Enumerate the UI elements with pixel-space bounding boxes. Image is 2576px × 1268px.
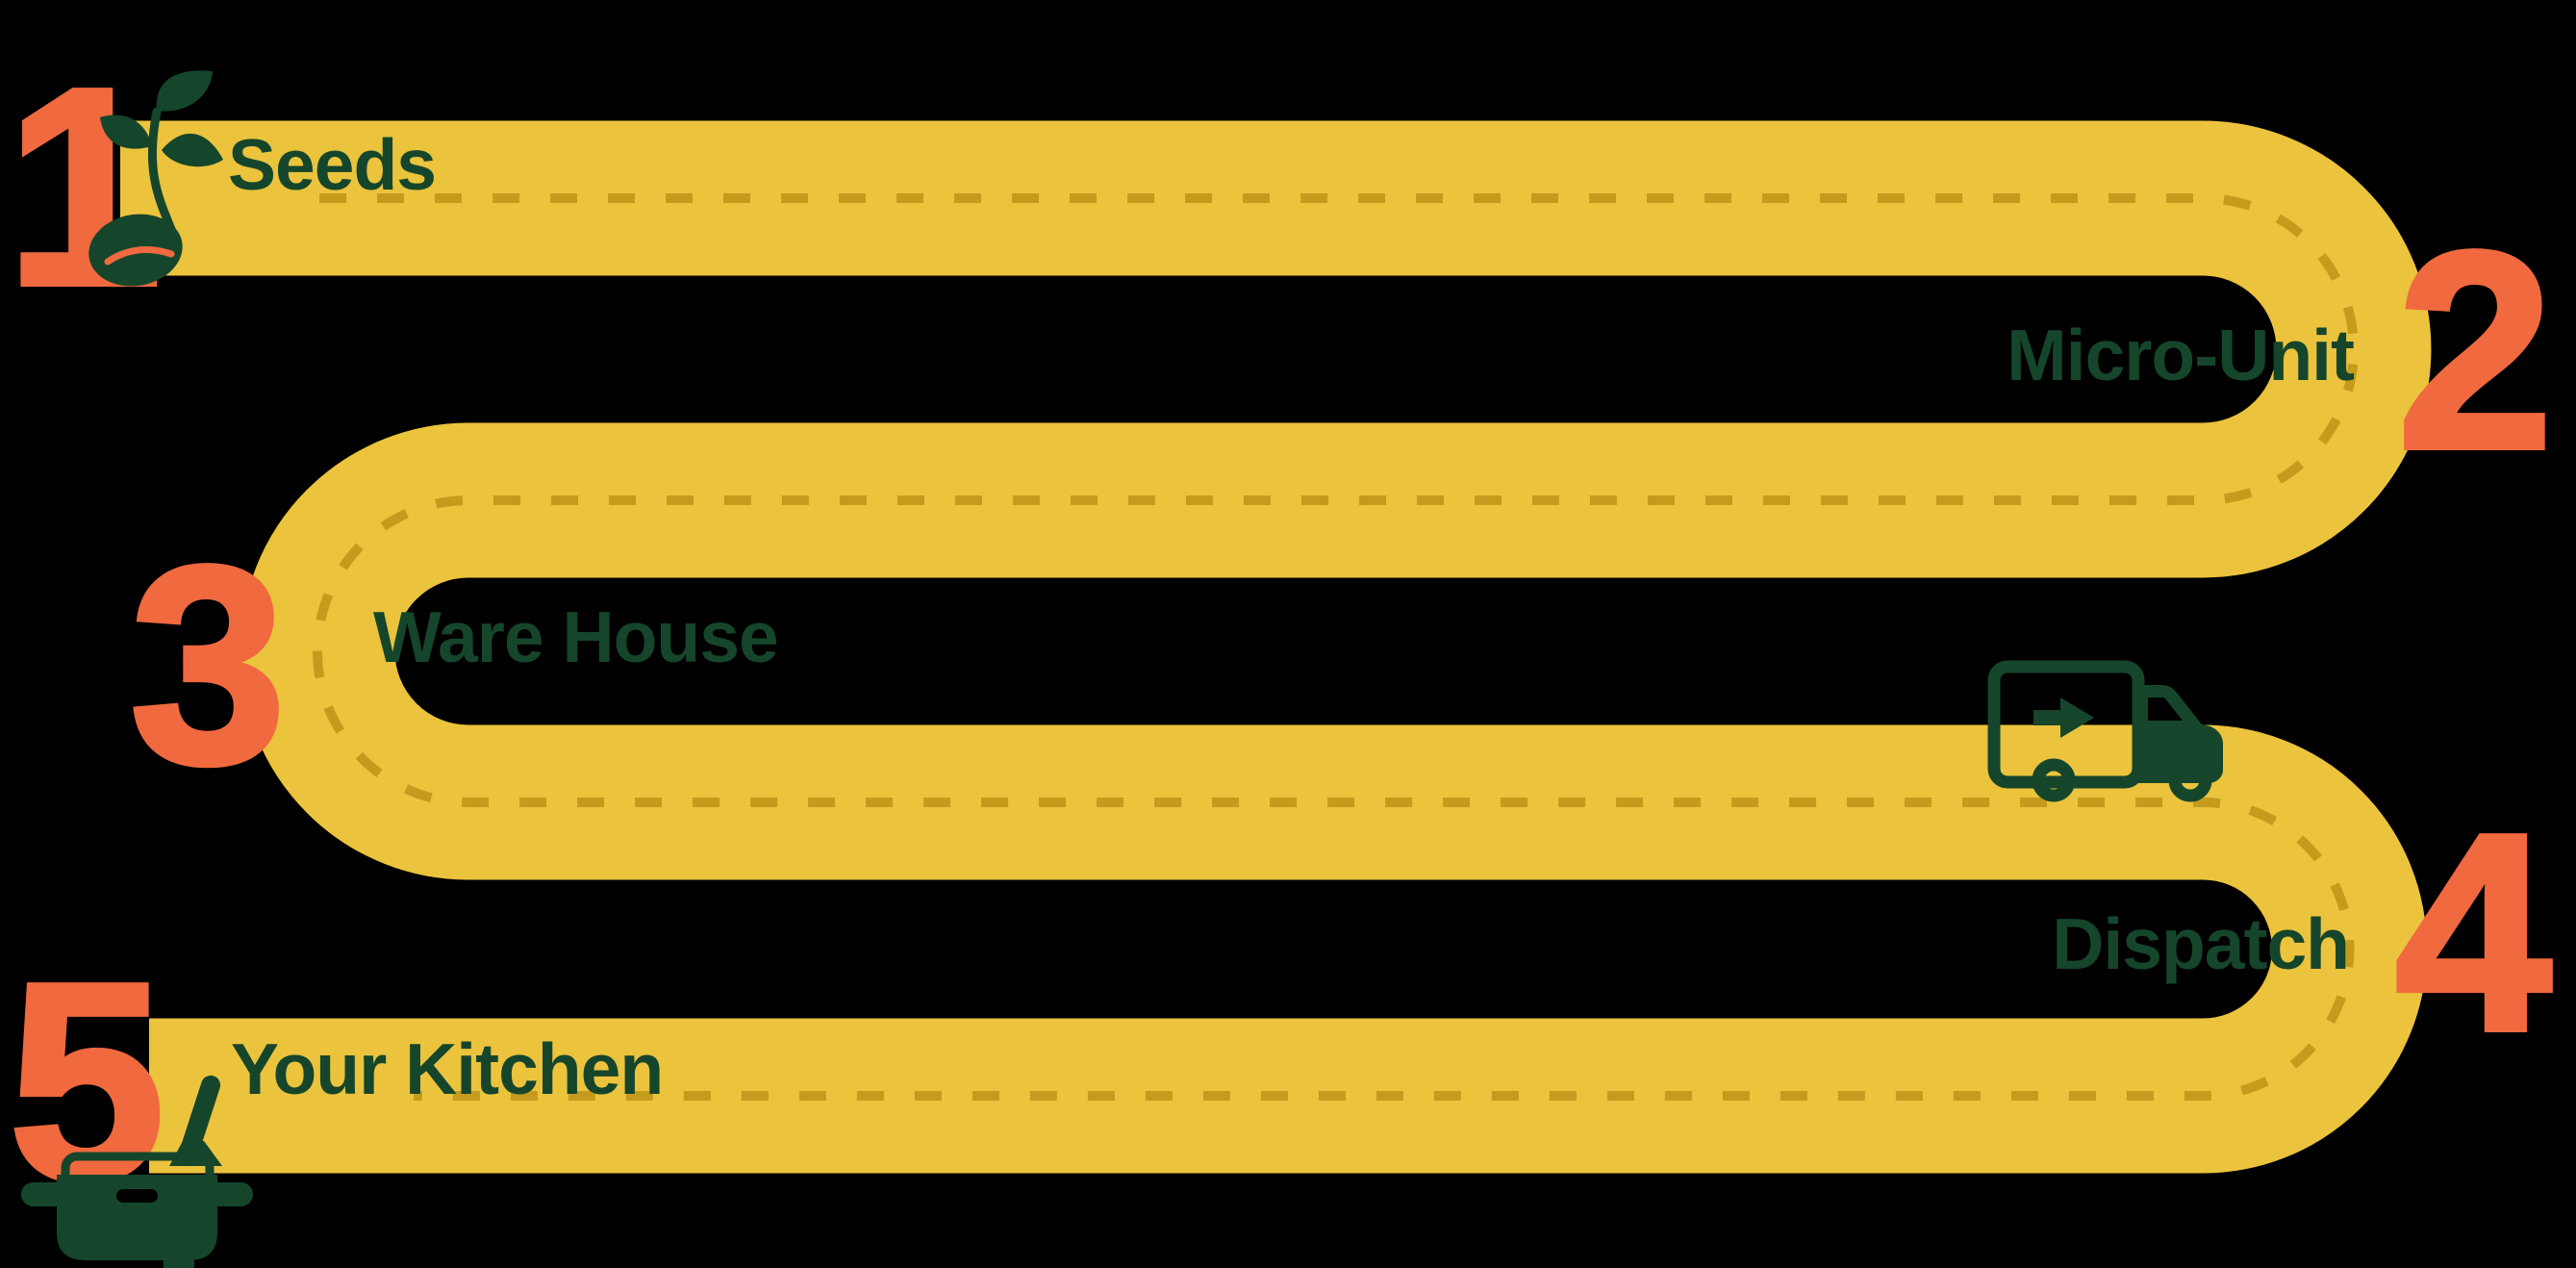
step-label-your-kitchen: Your Kitchen (231, 1028, 664, 1109)
step-number-3: 3 (127, 508, 289, 822)
step-label-micro-unit: Micro-Unit (2007, 315, 2355, 395)
step-label-ware-house: Ware House (373, 596, 779, 677)
step-number-4: 4 (2392, 775, 2554, 1089)
road-centerline-dashed (313, 193, 2359, 1101)
step-label-dispatch: Dispatch (2052, 903, 2350, 984)
step-label-seeds: Seeds (228, 124, 437, 205)
step-number-1: 1 (3, 30, 164, 343)
step-number-2: 2 (2394, 193, 2556, 507)
step-number-5: 5 (6, 925, 167, 1238)
